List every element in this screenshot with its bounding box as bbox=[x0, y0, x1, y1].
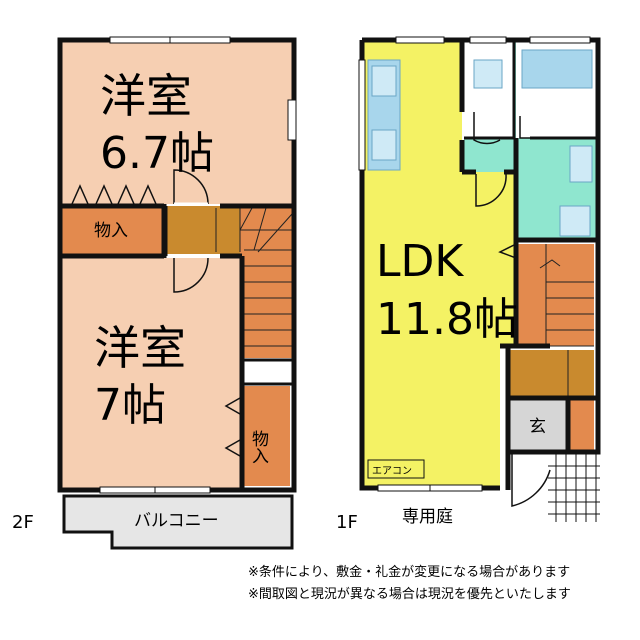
stairs-2f bbox=[215, 207, 293, 347]
bedroom-top-fill bbox=[62, 42, 292, 204]
windows-1f bbox=[358, 36, 591, 492]
stairs-2f-fill bbox=[166, 206, 240, 254]
ldk-name: LDK bbox=[376, 236, 464, 287]
doors-2f bbox=[71, 169, 241, 457]
walls-1f-thin bbox=[464, 40, 598, 140]
stairs-1f-lower-fill bbox=[510, 350, 594, 398]
stove bbox=[371, 129, 397, 161]
ldk-size: 11.8帖 bbox=[376, 294, 518, 345]
windows-2f bbox=[99, 36, 297, 494]
closet-top-fill bbox=[62, 206, 162, 254]
toilet-room bbox=[464, 42, 514, 138]
shoe-cabinet bbox=[570, 400, 594, 450]
garden-label: 専用庭 bbox=[402, 507, 453, 527]
stairs-1f bbox=[539, 244, 594, 398]
stairs-1f-fill bbox=[518, 244, 594, 346]
note-2: ※間取図と現況が異なる場合は現況を優先といたします bbox=[248, 587, 571, 602]
closet-right-fill bbox=[244, 386, 290, 486]
bedroom-top-size: 6.7帖 bbox=[100, 128, 214, 179]
floor-1 bbox=[358, 36, 601, 522]
bedroom-bottom-name: 洋室 bbox=[94, 321, 186, 375]
bedroom-bottom-fill bbox=[62, 258, 240, 488]
washbasin bbox=[569, 145, 593, 183]
floor-1-label: 1F bbox=[336, 512, 358, 533]
note-1: ※条件により、敷金・礼金が変更になる場合があります bbox=[248, 564, 570, 580]
bathtub bbox=[521, 49, 593, 89]
aircon-box bbox=[367, 459, 425, 479]
floor-2-label: 2F bbox=[12, 512, 34, 533]
hall-2f-fill bbox=[244, 360, 290, 384]
balcony-label: バルコニー bbox=[134, 511, 219, 531]
toilet bbox=[473, 59, 503, 89]
garden-grid bbox=[548, 454, 600, 522]
bedroom-bottom-size: 7帖 bbox=[94, 380, 166, 431]
entrance-label: 玄 bbox=[529, 417, 546, 437]
balcony-outline bbox=[62, 494, 294, 550]
aircon-label: エアコン bbox=[372, 466, 412, 477]
ldk-fill bbox=[364, 42, 516, 488]
doors-1f bbox=[473, 112, 551, 507]
walls-2f-thin bbox=[164, 206, 294, 386]
entrance-fill bbox=[510, 400, 568, 450]
bedroom-top-name: 洋室 bbox=[100, 69, 192, 123]
washing-machine bbox=[559, 205, 591, 237]
closet-right-label: 物入 bbox=[248, 430, 269, 464]
closet-top-label: 物入 bbox=[94, 221, 128, 241]
sink bbox=[371, 65, 397, 97]
floor-2 bbox=[57, 36, 297, 550]
